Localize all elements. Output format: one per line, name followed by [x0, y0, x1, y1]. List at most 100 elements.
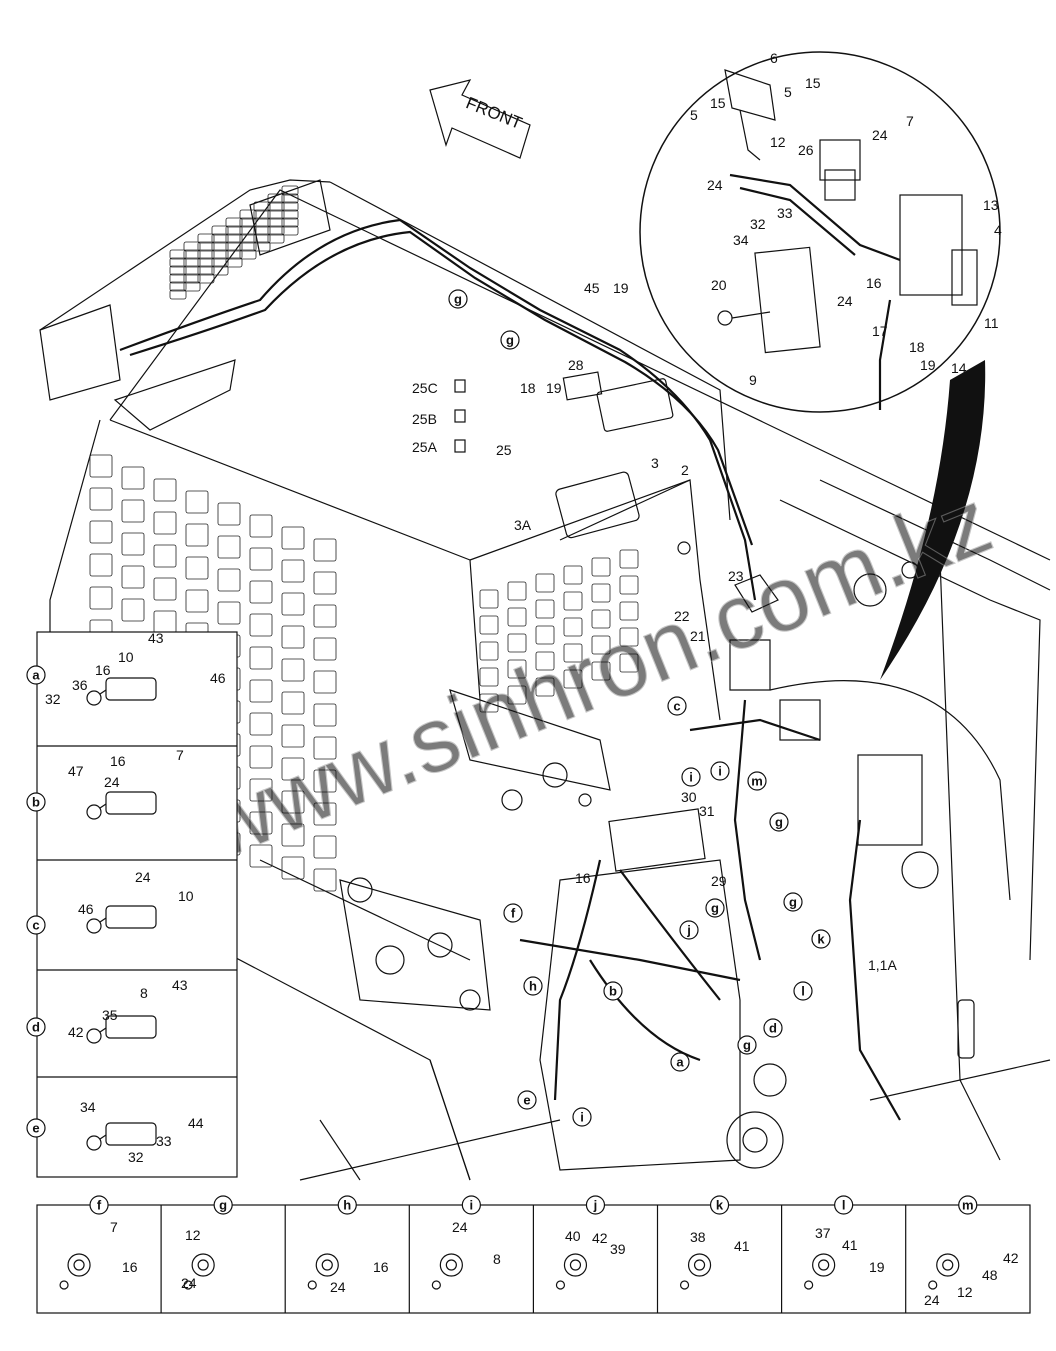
detail-callout: 24 [452, 1219, 468, 1235]
callout-c24a: 24 [872, 127, 888, 143]
callout-c15a: 15 [805, 75, 821, 91]
marker-i: i [572, 1107, 592, 1127]
grille-cell [239, 233, 257, 244]
detail-letter: h [343, 1198, 351, 1213]
grille-cell [249, 745, 273, 769]
marker-letter: h [529, 979, 537, 994]
grille-cell [185, 556, 209, 580]
callout-c20: 20 [711, 277, 727, 293]
grille-cell [153, 478, 177, 502]
fuse-label [562, 371, 603, 401]
marker-i: i [710, 761, 730, 781]
grille-cell [479, 589, 499, 609]
front-label: FRONT [463, 93, 524, 133]
grille-cell [239, 241, 257, 252]
grille-cell [313, 703, 337, 727]
grille-cell [313, 835, 337, 859]
detail-callout: 34 [80, 1099, 96, 1115]
grille-cell [89, 487, 113, 511]
callout-c30: 30 [681, 789, 697, 805]
grille-cell [281, 823, 305, 847]
detail-callout: 16 [95, 662, 111, 678]
marker-letter: j [686, 923, 691, 938]
detail-letter: g [219, 1198, 227, 1213]
grille-cell [249, 679, 273, 703]
fuse-box [596, 378, 674, 432]
grille-cell [281, 790, 305, 814]
callout-c25A: 25A [412, 439, 438, 455]
callout-c1_1A: 1,1A [868, 957, 897, 973]
marker-h: h [523, 976, 543, 996]
grille-cell [591, 557, 611, 577]
grille-cell [249, 712, 273, 736]
grille-cell [183, 249, 201, 260]
detail-callout: 42 [1003, 1250, 1019, 1266]
marker-b: b [603, 981, 623, 1001]
callout-c18b: 18 [520, 380, 536, 396]
callout-c11: 11 [984, 315, 999, 331]
callout-c24c: 24 [837, 293, 853, 309]
grille-cell [313, 670, 337, 694]
connectors [729, 639, 771, 691]
detail-callout: 16 [373, 1259, 389, 1275]
grille-cell [535, 677, 555, 697]
grille-cell [121, 565, 145, 589]
detail-letter: c [32, 918, 39, 933]
grille-cell [253, 201, 271, 212]
marker-letter: c [673, 699, 680, 714]
callout-c32: 32 [750, 216, 766, 232]
marker-m: m [747, 771, 767, 791]
marker-j: j [679, 920, 699, 940]
callout-c28: 28 [568, 357, 584, 373]
marker-letter: l [801, 984, 805, 999]
grille-cell [197, 257, 215, 268]
fuse-25b [454, 409, 466, 423]
center-window-grille [479, 549, 639, 713]
callout-c3A: 3A [514, 517, 532, 533]
relay [779, 699, 821, 741]
detail-letter: i [470, 1198, 474, 1213]
callout-c25: 25 [496, 442, 512, 458]
grille-cell [211, 265, 229, 276]
grille-cell [479, 641, 499, 661]
grille-cell [253, 209, 271, 220]
detail-callout: 48 [982, 1267, 998, 1283]
callout-c29: 29 [711, 873, 727, 889]
detail-callout: 41 [842, 1237, 858, 1253]
grille-cell [281, 559, 305, 583]
work-light [555, 471, 640, 539]
callout-c5a: 5 [784, 84, 792, 100]
roof-lights [39, 179, 331, 431]
detail-callout: 42 [592, 1230, 608, 1246]
detail-callout: 16 [122, 1259, 138, 1275]
grille-cell [281, 658, 305, 682]
grille-cell [281, 856, 305, 880]
detail-callout: 10 [118, 649, 134, 665]
detail-callout: 8 [140, 985, 148, 1001]
grille-cell [197, 233, 215, 244]
marker-letter: i [580, 1110, 584, 1125]
marker-letter: b [609, 984, 617, 999]
detail-callout: 10 [178, 888, 194, 904]
grille-cell [89, 454, 113, 478]
grille-cell [281, 217, 299, 228]
grille-cell [619, 653, 639, 673]
marker-letter: g [454, 292, 462, 307]
detail-callout: 40 [565, 1228, 581, 1244]
detail-callout: 16 [110, 753, 126, 769]
grille-cell [249, 613, 273, 637]
callout-c31: 31 [699, 803, 715, 819]
marker-g: g [448, 289, 468, 309]
grille-cell [281, 209, 299, 220]
callout-c45: 45 [584, 280, 600, 296]
grille-cell [535, 651, 555, 671]
grille-cell [217, 535, 241, 559]
callout-c15b: 15 [710, 95, 726, 111]
detail-callout: 32 [128, 1149, 144, 1165]
grille-cell [281, 757, 305, 781]
